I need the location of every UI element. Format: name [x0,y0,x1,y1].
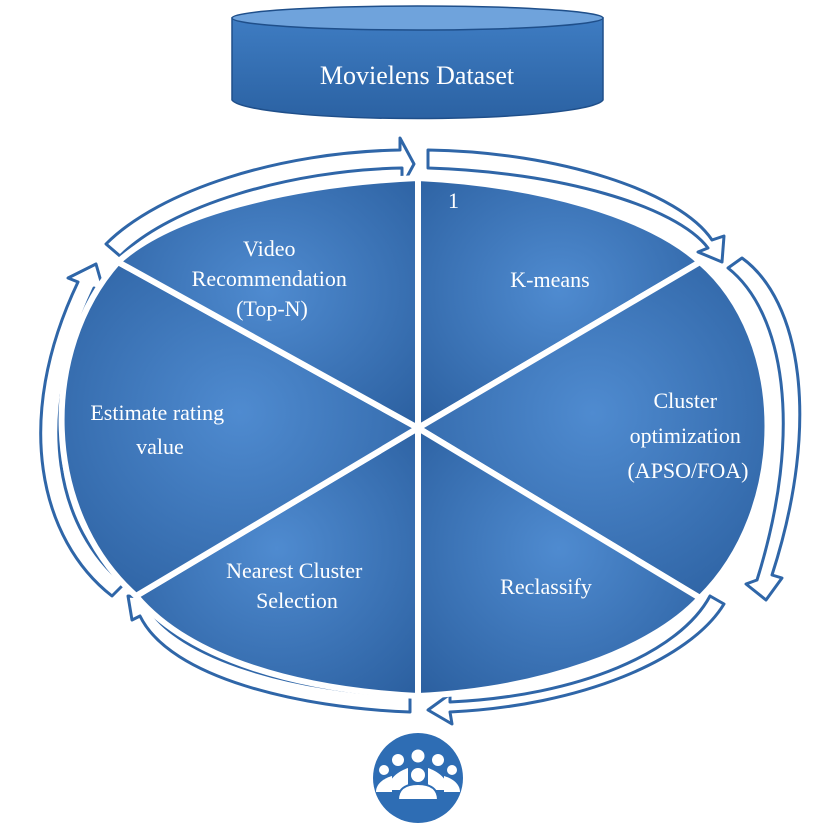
label-reclassify: Reclassify [500,574,592,599]
segment-kmeans [415,174,706,434]
label-estimate-rating: Estimate rating value [90,400,229,459]
arrow-to-estimate [39,262,126,598]
segment-labels: K-means Cluster optimization (APSO/FOA) … [90,236,748,613]
arrow-to-kmeans [426,148,726,264]
segment-cluster-optimization [412,258,771,602]
segment-nearest-cluster [131,422,421,700]
segment-reclassify [415,422,705,700]
segment-ring [58,174,771,700]
users-badge [373,733,463,823]
label-cluster-optimization: Cluster optimization (APSO/FOA) [627,388,748,483]
dataset-cylinder: Movielens Dataset [231,5,604,120]
label-nearest-cluster: Nearest Cluster Selection [226,558,368,613]
dataset-label: Movielens Dataset [320,61,515,90]
arrow-to-video [104,136,416,258]
step-number: 1 [448,188,459,213]
label-kmeans: K-means [510,267,589,292]
cycle-arrows [39,136,802,726]
segment-video-recommendation [112,174,421,434]
arrow-to-cluster-opt [726,256,802,602]
segment-estimate-rating [58,258,425,600]
users-group-icon [376,749,460,801]
arrow-to-reclassify [426,594,726,726]
label-video-recommendation: Video Recommendation (Top-N) [192,236,353,321]
